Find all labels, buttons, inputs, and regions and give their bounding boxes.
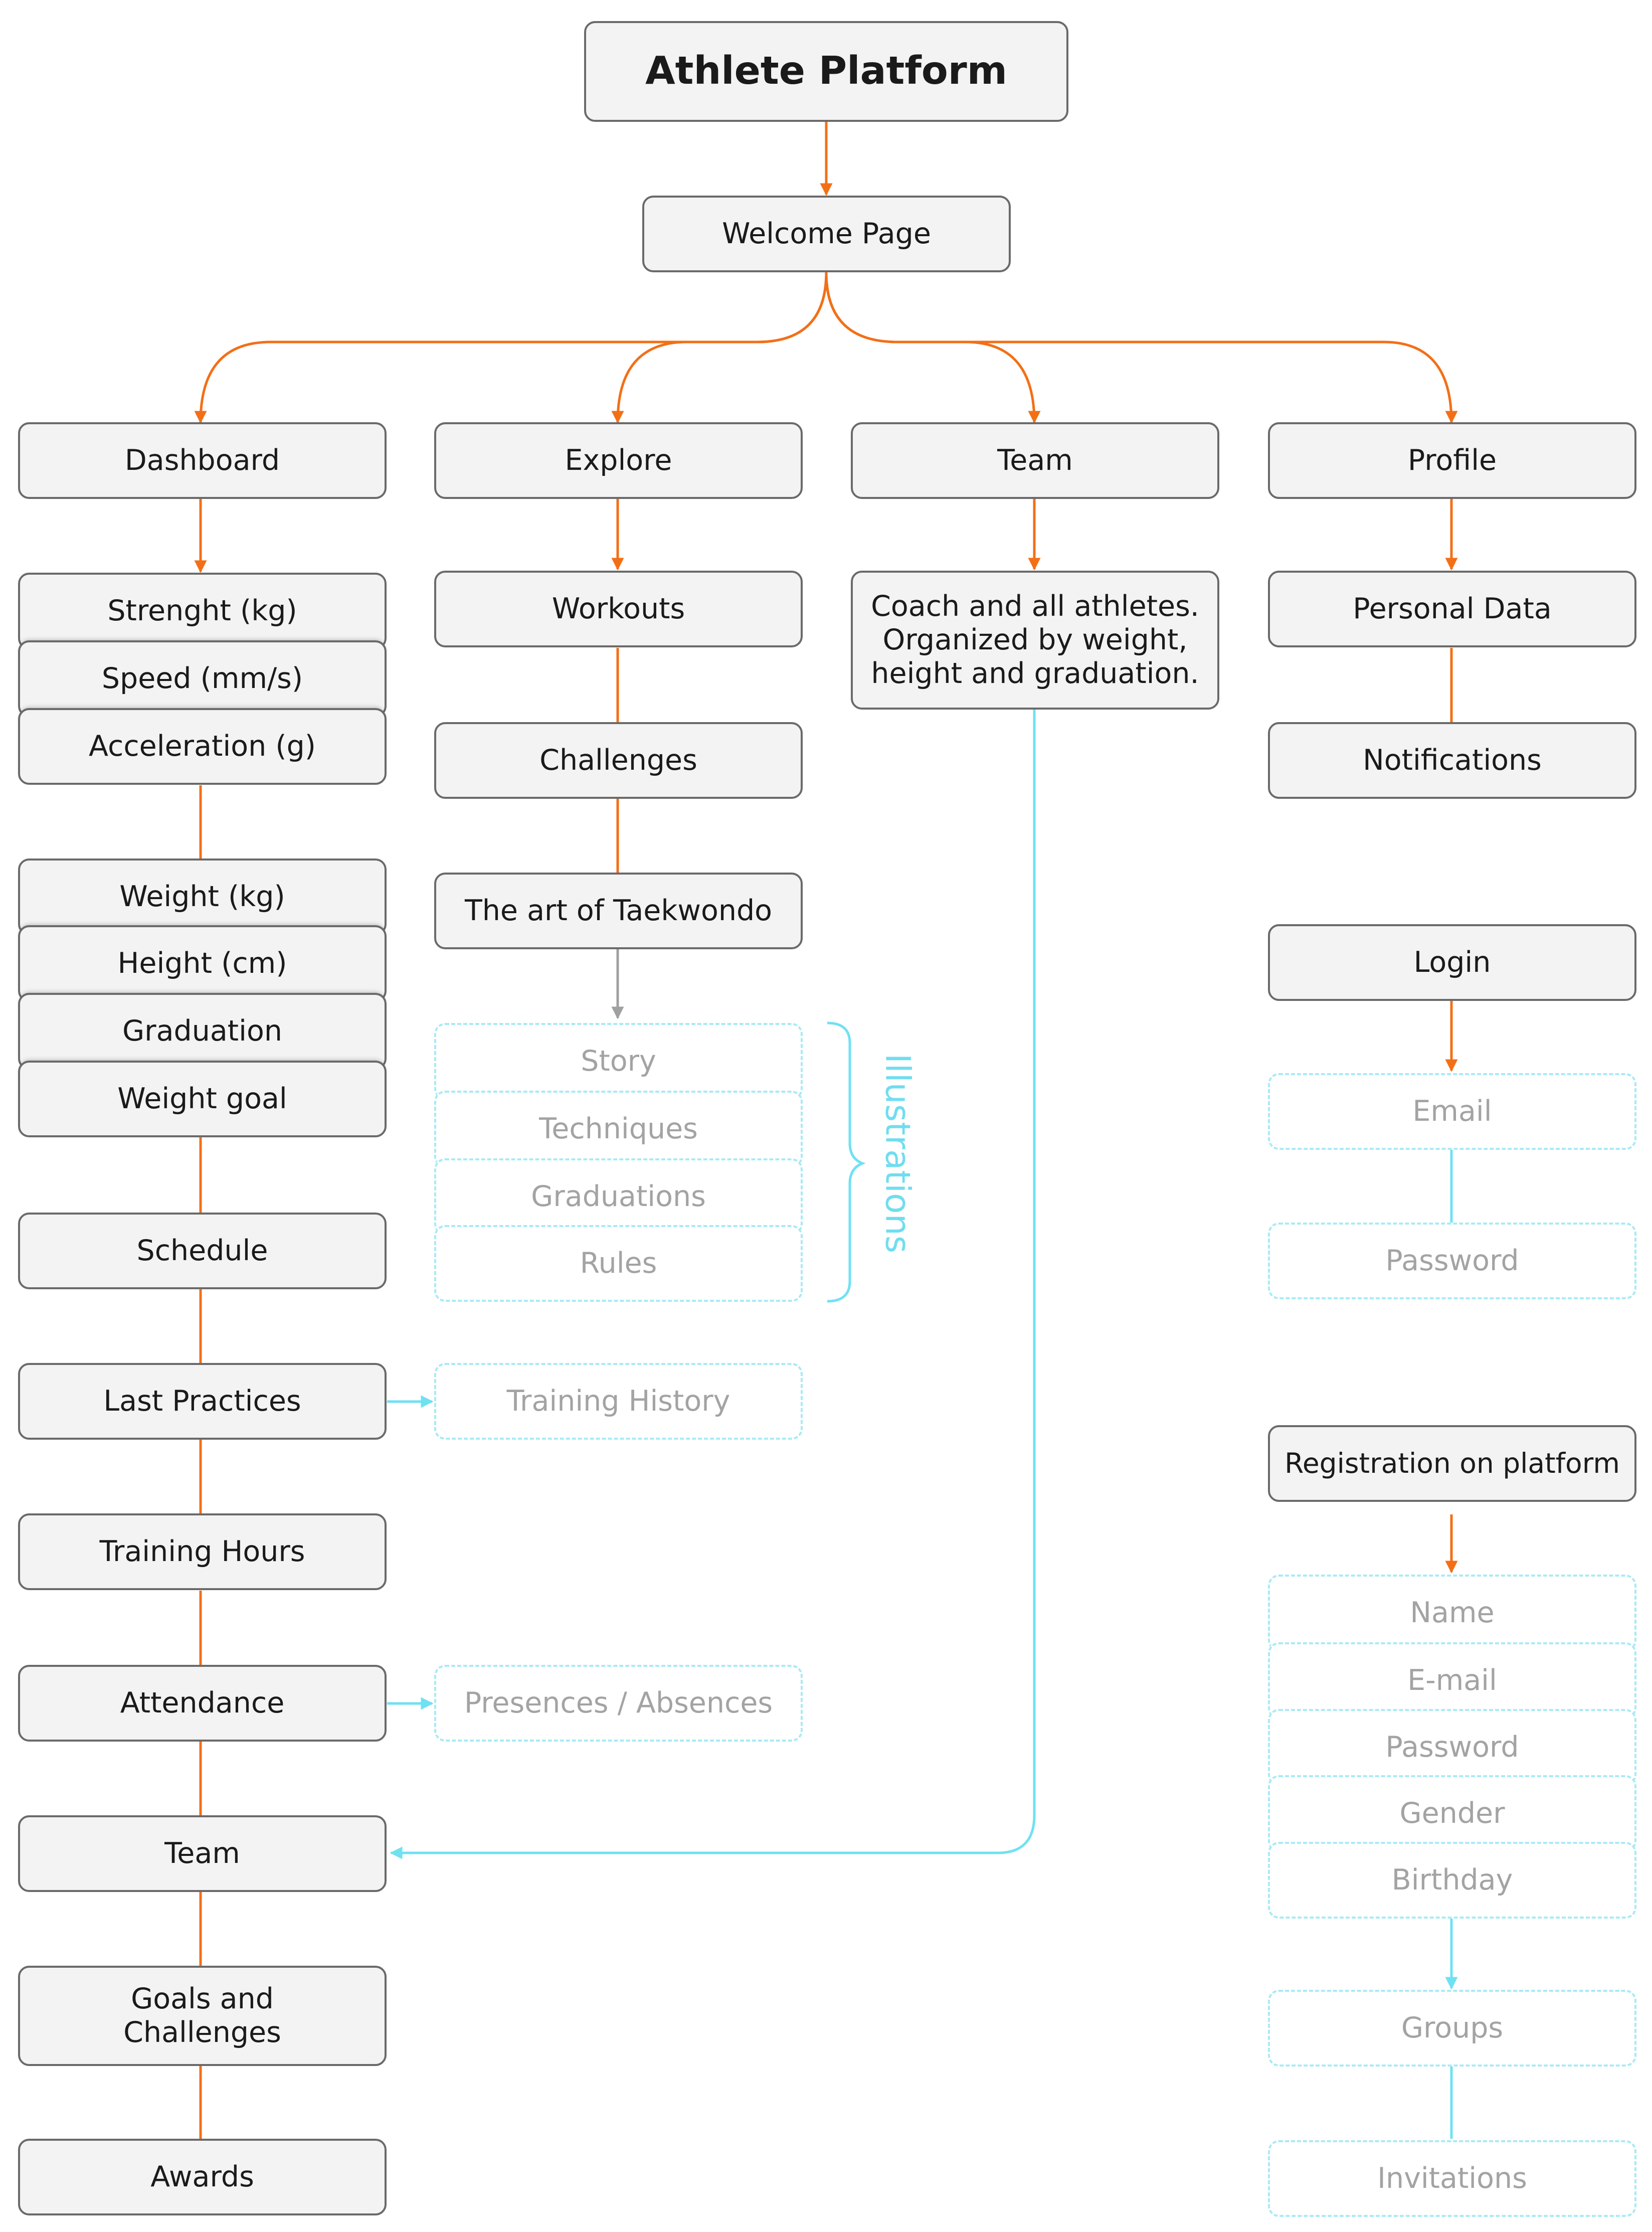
node-presences-absences[interactable]: Presences / Absences bbox=[434, 1665, 803, 1742]
node-reg-birthday[interactable]: Birthday bbox=[1268, 1842, 1636, 1919]
node-schedule[interactable]: Schedule bbox=[18, 1213, 387, 1289]
node-weight-goal[interactable]: Weight goal bbox=[18, 1061, 387, 1137]
node-last-practices[interactable]: Last Practices bbox=[18, 1363, 387, 1440]
node-team-description[interactable]: Coach and all athletes. Organized by wei… bbox=[851, 571, 1219, 710]
goals-line-1: Goals and bbox=[131, 1982, 274, 2015]
connector-team-column bbox=[390, 499, 1041, 1859]
connector-welcome-branches bbox=[194, 272, 1458, 424]
node-graduation[interactable]: Graduation bbox=[18, 993, 387, 1070]
node-challenges[interactable]: Challenges bbox=[434, 722, 803, 799]
node-height[interactable]: Height (cm) bbox=[18, 925, 387, 1002]
node-profile[interactable]: Profile bbox=[1268, 422, 1636, 499]
node-goals-challenges[interactable]: Goals and Challenges bbox=[18, 1966, 387, 2066]
node-reg-password[interactable]: Password bbox=[1268, 1709, 1636, 1786]
node-reg-gender[interactable]: Gender bbox=[1268, 1775, 1636, 1852]
node-workouts[interactable]: Workouts bbox=[434, 571, 803, 647]
node-weight[interactable]: Weight (kg) bbox=[18, 859, 387, 935]
node-attendance[interactable]: Attendance bbox=[18, 1665, 387, 1742]
team-description-line-2: Organized by weight, bbox=[882, 623, 1188, 656]
node-training-hours[interactable]: Training Hours bbox=[18, 1513, 387, 1590]
node-login[interactable]: Login bbox=[1268, 924, 1636, 1001]
illustrations-label: Illustrations bbox=[877, 1053, 917, 1254]
node-reg-name[interactable]: Name bbox=[1268, 1575, 1636, 1651]
node-groups[interactable]: Groups bbox=[1268, 1990, 1636, 2067]
node-awards[interactable]: Awards bbox=[18, 2139, 387, 2215]
node-rules[interactable]: Rules bbox=[434, 1225, 803, 1302]
node-personal-data[interactable]: Personal Data bbox=[1268, 571, 1636, 647]
node-registration[interactable]: Registration on platform bbox=[1268, 1425, 1636, 1502]
node-athlete-platform[interactable]: Athlete Platform bbox=[584, 21, 1068, 122]
node-speed[interactable]: Speed (mm/s) bbox=[18, 640, 387, 717]
node-graduations[interactable]: Graduations bbox=[434, 1158, 803, 1235]
node-training-history[interactable]: Training History bbox=[434, 1363, 803, 1440]
node-login-password[interactable]: Password bbox=[1268, 1223, 1636, 1299]
node-reg-email[interactable]: E-mail bbox=[1268, 1642, 1636, 1719]
goals-line-2: Challenges bbox=[123, 2016, 281, 2049]
node-invitations[interactable]: Invitations bbox=[1268, 2140, 1636, 2217]
node-strength[interactable]: Strenght (kg) bbox=[18, 573, 387, 649]
node-dashboard[interactable]: Dashboard bbox=[18, 422, 387, 499]
node-taekwondo[interactable]: The art of Taekwondo bbox=[434, 873, 803, 949]
team-description-line-1: Coach and all athletes. bbox=[871, 589, 1199, 623]
node-dashboard-team[interactable]: Team bbox=[18, 1815, 387, 1892]
node-acceleration[interactable]: Acceleration (g) bbox=[18, 708, 387, 785]
node-login-email[interactable]: Email bbox=[1268, 1073, 1636, 1150]
node-explore[interactable]: Explore bbox=[434, 422, 803, 499]
node-story[interactable]: Story bbox=[434, 1023, 803, 1100]
illustrations-brace bbox=[827, 1021, 866, 1303]
node-team[interactable]: Team bbox=[851, 422, 1219, 499]
node-techniques[interactable]: Techniques bbox=[434, 1091, 803, 1167]
node-notifications[interactable]: Notifications bbox=[1268, 722, 1636, 799]
node-welcome-page[interactable]: Welcome Page bbox=[642, 196, 1011, 272]
team-description-line-3: height and graduation. bbox=[871, 657, 1199, 691]
